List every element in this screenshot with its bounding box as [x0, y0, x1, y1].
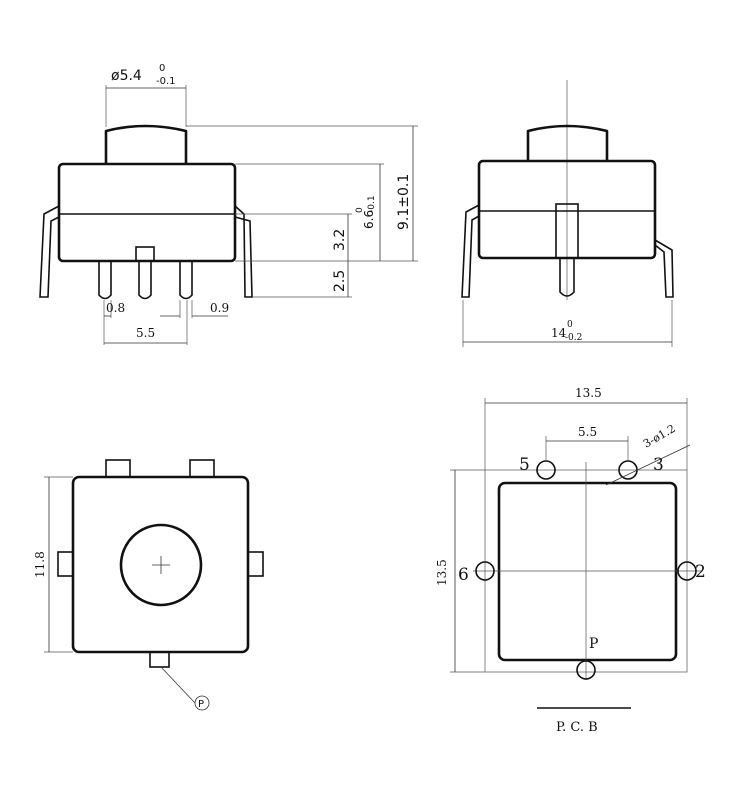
top-height-label: 11.8 — [33, 551, 47, 578]
front-center-tab — [135, 246, 155, 262]
diameter-tol-upper: 0 — [159, 63, 165, 74]
top-tab-right — [189, 459, 215, 478]
front-view: ø5.4 0 -0.1 9.1±0.1 6.6 0 -0.1 3.2 2.5 0… — [39, 63, 418, 345]
marker-circle — [194, 695, 210, 711]
pcb-footprint — [497, 481, 678, 662]
top-tab-south — [149, 651, 170, 668]
marker-leader — [160, 666, 196, 704]
diameter-tol-lower: -0.1 — [156, 76, 176, 87]
pin-pitch-label: 5.5 — [136, 326, 155, 340]
height-body-tol-lower: -0.1 — [367, 195, 377, 213]
top-tab-east — [247, 551, 264, 577]
front-pin-1 — [98, 261, 112, 300]
side-right-leg — [654, 239, 674, 298]
side-center-tab — [555, 203, 579, 259]
side-width-tol-upper: 0 — [567, 320, 573, 330]
pcb-hole-6 — [475, 561, 495, 581]
top-tab-west — [57, 551, 74, 577]
height-total-label: 9.1±0.1 — [396, 174, 412, 230]
pcb-view: 5 3 6 2 P 13.5 5.5 3-ø1.2 13.5 P. C. B — [435, 386, 706, 735]
diameter-label: ø5.4 — [111, 68, 142, 84]
pcb-height-label: 13.5 — [435, 559, 449, 586]
pcb-label-6: 6 — [458, 565, 469, 585]
side-center-pin — [559, 258, 575, 297]
pin-width-label: 0.8 — [106, 301, 125, 315]
side-width-tol-lower: -0.2 — [565, 333, 582, 343]
marker-label: P — [198, 699, 204, 710]
pcb-pitch-label: 5.5 — [578, 425, 597, 439]
pcb-label-p: P — [589, 636, 598, 652]
pcb-hole-2 — [677, 561, 697, 581]
side-plunger — [526, 124, 609, 161]
pcb-title: P. C. B — [556, 720, 598, 735]
side-width-label: 14 — [551, 326, 567, 340]
front-pin-3 — [179, 261, 193, 300]
pcb-label-5: 5 — [519, 455, 530, 475]
front-pin-2 — [138, 261, 152, 300]
side-left-leg — [461, 204, 480, 298]
pcb-hole-spec-leader — [605, 444, 691, 486]
pcb-label-3: 3 — [653, 455, 664, 475]
pcb-width-label: 13.5 — [575, 386, 602, 400]
front-right-leg — [234, 205, 253, 298]
top-view: 11.8 P — [33, 459, 264, 711]
front-plunger — [104, 124, 188, 164]
pin-gap-label: 0.9 — [210, 301, 229, 315]
top-body — [71, 475, 250, 654]
pcb-hole-spec-label: 3-ø1.2 — [641, 422, 678, 451]
height-pin-label: 2.5 — [332, 270, 348, 292]
height-body-label: 6.6 — [362, 210, 376, 229]
top-tab-left — [105, 459, 131, 478]
height-body-tol-upper: 0 — [355, 207, 365, 213]
side-view: 14 0 -0.2 — [461, 80, 674, 347]
top-plunger-circle — [119, 523, 203, 607]
front-left-leg — [39, 205, 60, 298]
height-upper-label: 3.2 — [332, 229, 348, 251]
pcb-hole-p — [576, 660, 596, 680]
pcb-label-2: 2 — [695, 562, 706, 582]
